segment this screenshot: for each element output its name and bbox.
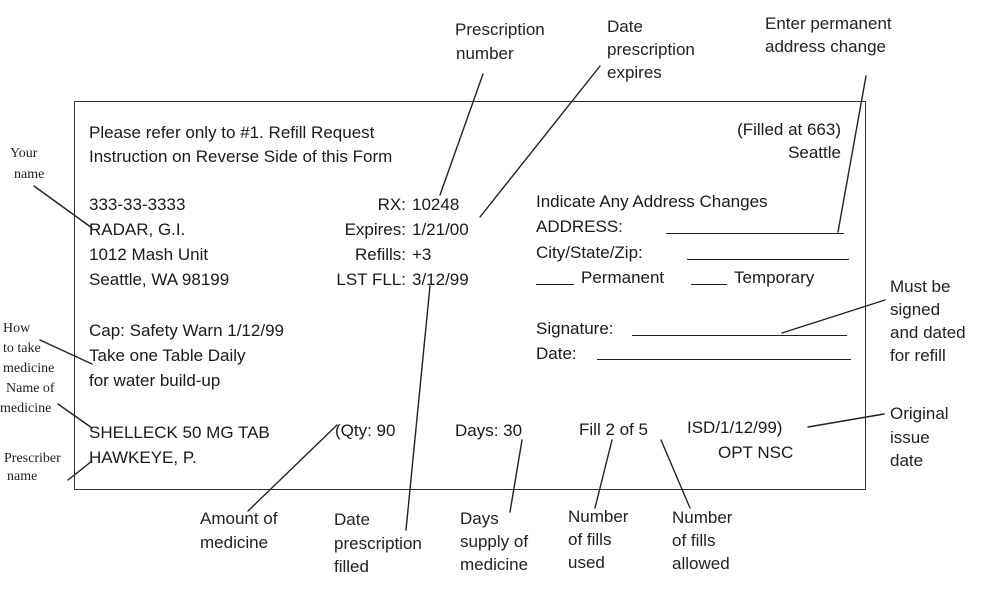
address-label: ADDRESS: xyxy=(536,217,623,236)
patient-ssn: 333-33-3333 xyxy=(89,195,186,214)
date-label: Date: xyxy=(536,344,577,363)
header-line-2: Instruction on Reverse Side of this Form xyxy=(89,147,393,166)
filled-at: (Filled at 663) xyxy=(737,120,841,139)
ann-your-name-1: Your xyxy=(10,146,38,161)
ann-rx-number-1: Prescription xyxy=(455,20,545,39)
ann-issue-3: date xyxy=(890,451,924,470)
quantity: (Qty: 90 xyxy=(335,421,396,440)
leader-prescriber xyxy=(67,460,93,481)
patient-street: 1012 Mash Unit xyxy=(89,245,209,264)
permanent-checkbox-line xyxy=(536,284,574,285)
city-state-zip-line xyxy=(687,259,849,260)
leader-allowed xyxy=(660,439,691,509)
leader-days xyxy=(509,439,523,513)
ann-days-1: Days xyxy=(460,509,499,528)
ann-days-3: medicine xyxy=(460,555,529,574)
leader-permanent xyxy=(837,75,867,233)
ann-used-3: used xyxy=(568,553,605,572)
address-change-title: Indicate Any Address Changes xyxy=(536,192,768,211)
ann-expires-1: Date xyxy=(607,17,643,36)
temporary-label: Temporary xyxy=(734,268,815,287)
opt-nsc: OPT NSC xyxy=(718,443,794,462)
ann-prescriber-2: name xyxy=(7,469,38,484)
caution-cap: Cap: Safety Warn 1/12/99 xyxy=(89,321,284,340)
expires-label: Expires: xyxy=(344,220,406,239)
ann-issue-2: issue xyxy=(890,428,930,447)
ann-filled-2: prescription xyxy=(334,534,422,553)
ann-filled-3: filled xyxy=(334,557,369,576)
ann-expires-2: prescription xyxy=(607,40,695,59)
leader-medicine-name xyxy=(57,403,93,429)
ann-prescriber-1: Prescriber xyxy=(4,451,61,466)
leader-how-to-take xyxy=(39,339,93,365)
ann-allowed-3: allowed xyxy=(672,554,730,573)
ann-how-1: How xyxy=(3,321,31,336)
address-line xyxy=(666,233,844,234)
ann-signed-4: for refill xyxy=(890,346,946,365)
ann-allowed-2: of fills xyxy=(672,531,716,550)
ann-how-2: to take xyxy=(3,341,41,356)
ann-expires-3: expires xyxy=(607,63,662,82)
leader-issue xyxy=(807,413,885,428)
rx-label: RX: xyxy=(377,195,406,214)
instruction-line-2: for water build-up xyxy=(89,371,221,390)
prescription-label-box xyxy=(74,101,866,490)
instruction-line-1: Take one Table Daily xyxy=(89,346,246,365)
fill-count: Fill 2 of 5 xyxy=(579,420,648,439)
header-line-1: Please refer only to #1. Refill Request xyxy=(89,123,375,142)
ann-signed-2: signed xyxy=(890,300,941,319)
refills-count: +3 xyxy=(412,245,432,264)
city-state-zip-label: City/State/Zip: xyxy=(536,243,643,262)
refills-label: Refills: xyxy=(354,245,406,264)
last-fill-date: 3/12/99 xyxy=(412,270,469,289)
lst-fll-label: LST FLL: xyxy=(336,270,406,289)
filled-city: Seattle xyxy=(788,143,841,162)
ann-filled-1: Date xyxy=(334,510,370,529)
leader-rx-number xyxy=(439,73,484,196)
ann-how-3: medicine xyxy=(3,361,55,376)
date-line xyxy=(597,359,851,360)
medicine-name: SHELLECK 50 MG TAB xyxy=(89,423,270,442)
ann-amount-2: medicine xyxy=(200,533,269,552)
ann-signed-3: and dated xyxy=(890,323,966,342)
ann-rx-number-2: number xyxy=(456,44,514,63)
ann-med-1: Name of xyxy=(6,381,55,396)
prescriber-name: HAWKEYE, P. xyxy=(89,448,197,467)
temporary-checkbox-line xyxy=(691,284,727,285)
leader-signed xyxy=(781,299,886,334)
leader-expires xyxy=(479,65,601,218)
ann-amount-1: Amount of xyxy=(200,509,278,528)
ann-med-2: medicine xyxy=(0,401,52,416)
rx-number: 10248 xyxy=(412,195,460,214)
issue-date: ISD/1/12/99) xyxy=(687,418,783,437)
ann-used-2: of fills xyxy=(568,530,612,549)
signature-line xyxy=(632,335,847,336)
ann-allowed-1: Number xyxy=(672,508,733,527)
leader-filled xyxy=(405,285,431,531)
expires-date: 1/21/00 xyxy=(412,220,469,239)
leader-used xyxy=(594,439,613,509)
ann-permanent-1: Enter permanent xyxy=(765,14,892,33)
permanent-label: Permanent xyxy=(581,268,665,287)
ann-your-name-2: name xyxy=(14,167,45,182)
ann-issue-1: Original xyxy=(890,404,949,423)
ann-permanent-2: address change xyxy=(765,37,886,56)
ann-used-1: Number xyxy=(568,507,629,526)
ann-days-2: supply of xyxy=(460,532,529,551)
leader-amount xyxy=(247,424,338,512)
days-supply: Days: 30 xyxy=(455,421,523,440)
leader-your-name xyxy=(33,185,93,229)
signature-label: Signature: xyxy=(536,319,614,338)
ann-signed-1: Must be xyxy=(890,277,951,296)
patient-name: RADAR, G.I. xyxy=(89,220,186,239)
patient-city-state-zip: Seattle, WA 98199 xyxy=(89,270,230,289)
